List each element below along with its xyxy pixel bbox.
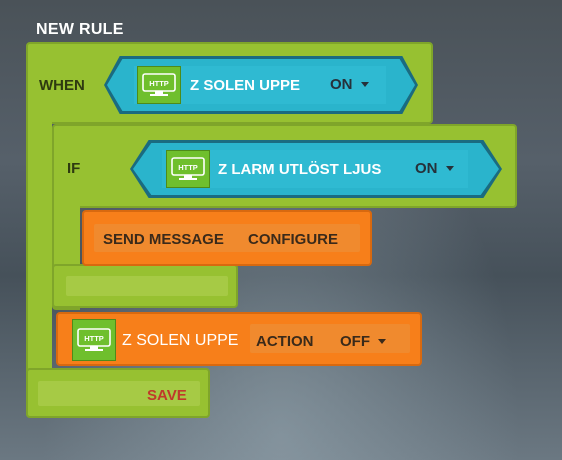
if-label: IF (67, 160, 81, 177)
when-trigger-state-dropdown[interactable]: ON (330, 76, 369, 93)
configure-button[interactable]: CONFIGURE (248, 231, 338, 248)
svg-text:HTTP: HTTP (178, 163, 198, 172)
chevron-down-icon (378, 339, 386, 344)
chevron-down-icon (360, 82, 369, 87)
when-label: WHEN (39, 77, 85, 94)
svg-text:HTTP: HTTP (149, 79, 169, 88)
if-condition-name: Z LARM UTLÖST LJUS (218, 161, 382, 178)
page-title: NEW RULE (36, 21, 124, 38)
if-footer-strip (66, 276, 228, 296)
save-strip (38, 381, 200, 406)
action-label: ACTION (256, 333, 314, 350)
http-monitor-icon: HTTP (166, 150, 210, 188)
svg-text:HTTP: HTTP (84, 334, 104, 343)
http-monitor-icon: HTTP (137, 66, 181, 104)
chevron-down-icon (445, 166, 454, 171)
action-value-dropdown[interactable]: OFF (340, 333, 386, 350)
if-condition-state-dropdown[interactable]: ON (415, 160, 454, 177)
action-device-name: Z SOLEN UPPE (122, 332, 239, 349)
action-block[interactable] (56, 312, 422, 366)
when-trigger-name: Z SOLEN UPPE (190, 77, 301, 94)
send-message-label: SEND MESSAGE (103, 231, 224, 248)
save-button[interactable]: SAVE (147, 387, 187, 404)
http-monitor-icon: HTTP (72, 319, 116, 361)
